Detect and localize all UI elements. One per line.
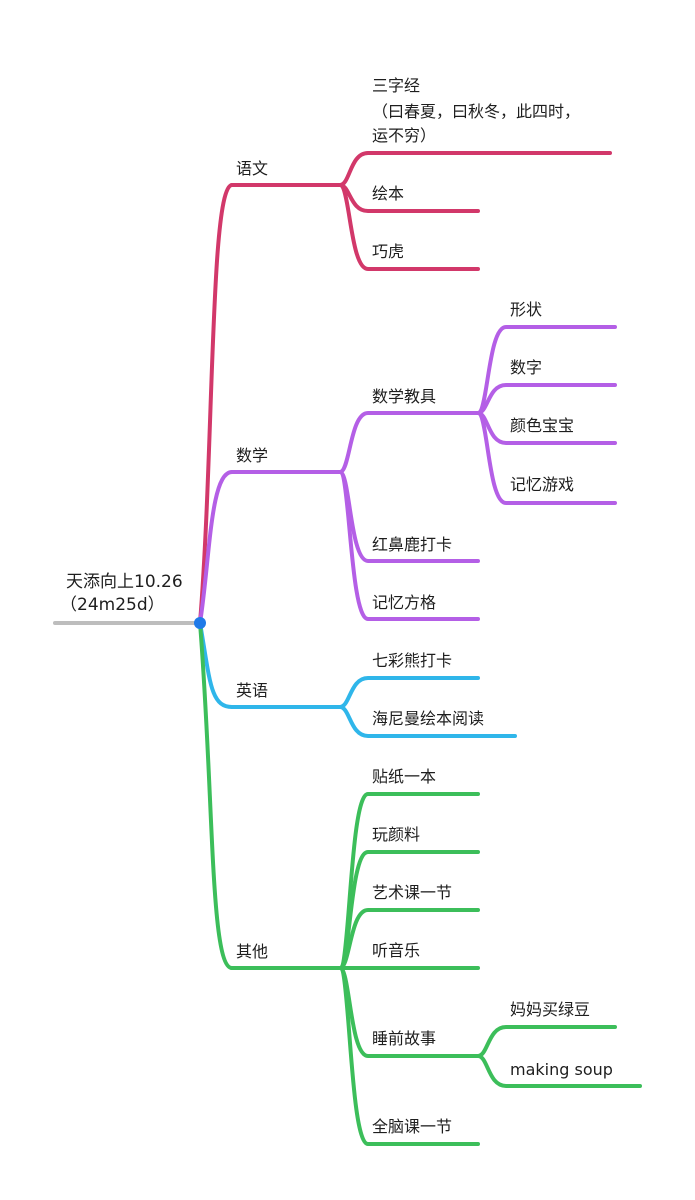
branch-chinese-curve <box>198 183 234 625</box>
branch-label-math: 数学 <box>236 446 269 465</box>
link-sanzijing <box>338 151 612 187</box>
node-tingyinyue: 听音乐 <box>372 941 421 960</box>
node-qicaixiong: 七彩熊打卡 <box>372 651 453 670</box>
link-yishuke <box>338 908 480 970</box>
node-sanzijing-note: （曰春夏，曰秋冬，此四时，运不穷） <box>372 102 581 145</box>
node-jiyifangge: 记忆方格 <box>372 593 437 612</box>
branch-label-english: 英语 <box>236 681 269 700</box>
node-wanyanliao: 玩颜料 <box>372 825 421 844</box>
link-jiaoju <box>338 411 480 474</box>
node-qiaohu: 巧虎 <box>372 242 405 261</box>
link-huiben <box>338 183 480 213</box>
node-yishuke: 艺术课一节 <box>372 883 453 902</box>
branch-math-curve <box>198 470 234 625</box>
branch-english-lines <box>198 621 517 738</box>
branch-label-chinese: 语文 <box>236 159 269 178</box>
link-mamamailvdou <box>476 1025 617 1058</box>
root-subtitle: （24m25d） <box>60 595 165 615</box>
node-shuzi: 数字 <box>510 358 543 377</box>
link-jiyifangge <box>338 470 480 621</box>
branch-chinese-lines <box>198 151 612 625</box>
link-quannaoke <box>338 966 480 1146</box>
root-title: 天添向上10.26 <box>66 572 183 592</box>
node-sanzijing: 三字经 <box>372 76 421 95</box>
node-huiben: 绘本 <box>372 184 405 203</box>
node-tiezhi: 贴纸一本 <box>372 767 437 786</box>
node-jiaoju: 数学教具 <box>372 387 437 406</box>
node-quannaoke: 全脑课一节 <box>372 1117 453 1136</box>
branch-other-curve <box>198 621 234 970</box>
branch-math-lines <box>198 325 617 625</box>
link-qicaixiong <box>338 676 480 709</box>
node-hongbilu: 红鼻鹿打卡 <box>372 535 453 554</box>
branch-label-other: 其他 <box>236 942 269 961</box>
node-mamamailvdou: 妈妈买绿豆 <box>510 1000 591 1019</box>
node-yanse: 颜色宝宝 <box>510 416 575 435</box>
link-xingzhuang <box>476 325 617 415</box>
node-shuiqiangushi: 睡前故事 <box>372 1029 437 1048</box>
node-hainiman: 海尼曼绘本阅读 <box>372 709 485 728</box>
node-making-soup: making soup <box>510 1060 613 1079</box>
link-hainiman <box>338 705 517 738</box>
link-making-soup <box>476 1054 642 1088</box>
branch-other-lines <box>198 621 642 1146</box>
root-node-dot <box>194 617 206 629</box>
link-jiyiyouxi <box>476 411 617 505</box>
link-qiaohu <box>338 183 480 271</box>
node-jiyiyouxi: 记忆游戏 <box>510 475 575 494</box>
link-shuzi <box>476 383 617 415</box>
node-xingzhuang: 形状 <box>510 300 543 319</box>
